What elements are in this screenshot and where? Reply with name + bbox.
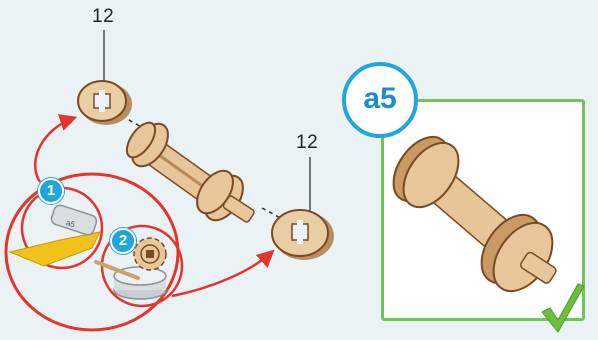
gear-part-icon	[133, 237, 167, 271]
glue-dish-icon	[94, 224, 184, 308]
checkmark-icon	[541, 283, 585, 333]
arrow-to-left-washer	[34, 114, 78, 183]
step-1-badge: 1	[38, 178, 64, 204]
step-id-badge: a5	[342, 62, 418, 138]
tube-text: a5	[65, 218, 77, 229]
part-number-label-right: 12	[296, 132, 319, 153]
step-2-badge: 2	[110, 228, 136, 254]
part-number-label-left: 12	[92, 6, 115, 27]
disc-washer-left	[77, 80, 132, 125]
result-frame	[381, 99, 585, 321]
glue-callout-circle	[4, 172, 180, 332]
arrow-to-right-washer	[171, 249, 275, 298]
assembled-axle	[392, 135, 557, 293]
disc-washer-right	[271, 209, 334, 260]
axle-part	[125, 121, 255, 223]
